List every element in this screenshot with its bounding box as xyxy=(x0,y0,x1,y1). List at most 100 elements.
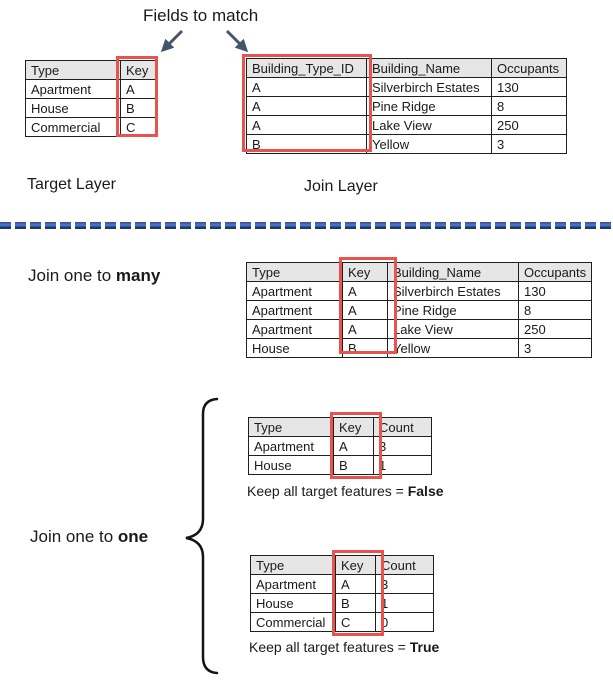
section-divider xyxy=(0,222,613,229)
table-cell: 0 xyxy=(375,612,434,632)
join-one-to-one-label: Join one to one xyxy=(30,527,148,547)
table-cell: A xyxy=(246,115,367,135)
column-header: Key xyxy=(333,417,374,437)
keep-true-caption: Keep all target features = True xyxy=(249,639,439,655)
table-cell: Commercial xyxy=(25,117,121,137)
table-cell: Silverbirch Estates xyxy=(366,77,492,97)
column-header: Count xyxy=(373,417,432,437)
table-cell: Yellow xyxy=(366,134,492,154)
column-header: Building_Name xyxy=(366,58,492,78)
column-header: Type xyxy=(248,417,334,437)
table-cell: 3 xyxy=(491,134,567,154)
table-cell: B xyxy=(342,338,388,358)
table-cell: B xyxy=(246,134,367,154)
table-cell: A xyxy=(342,281,388,301)
join-one-to-many-label: Join one to many xyxy=(28,266,160,286)
keep-true-caption-bold: True xyxy=(409,639,440,655)
fields-to-match-arrows xyxy=(160,29,249,53)
target-layer-label: Target Layer xyxy=(27,176,116,193)
column-header: Key xyxy=(342,262,388,282)
column-header: Occupants xyxy=(517,262,593,282)
table-cell: 250 xyxy=(517,319,593,339)
table-cell: Yellow xyxy=(387,338,519,358)
table-cell: House xyxy=(246,338,343,358)
table-cell: Apartment xyxy=(250,574,336,594)
table-cell: A xyxy=(120,79,158,99)
table-cell: 250 xyxy=(491,115,567,135)
table-cell: A xyxy=(246,77,367,97)
table-cell: A xyxy=(342,319,388,339)
column-header: Key xyxy=(335,555,376,575)
table-cell: Apartment xyxy=(246,319,343,339)
column-header: Type xyxy=(25,60,121,80)
join-layer-label: Join Layer xyxy=(304,178,378,195)
join-many-label-prefix: Join one to xyxy=(28,266,116,285)
column-header: Key xyxy=(120,60,158,80)
arrow-right-icon xyxy=(225,29,249,53)
table-cell: B xyxy=(120,98,158,118)
table-cell: 3 xyxy=(517,338,593,358)
join-one-label-bold: one xyxy=(117,527,149,546)
curly-brace-icon xyxy=(185,397,219,675)
table-cell: Lake View xyxy=(387,319,519,339)
arrow-left-icon xyxy=(160,29,184,53)
table-cell: C xyxy=(335,612,376,632)
table-cell: Lake View xyxy=(366,115,492,135)
table-cell: A xyxy=(333,436,374,456)
column-header: Count xyxy=(375,555,434,575)
table-cell: 3 xyxy=(373,436,432,456)
column-header: Occupants xyxy=(491,58,567,78)
join-one-label-prefix: Join one to xyxy=(30,527,118,546)
table-cell: Pine Ridge xyxy=(387,300,519,320)
column-header: Building_Type_ID xyxy=(246,58,367,78)
table-cell: C xyxy=(120,117,158,137)
table-cell: 130 xyxy=(517,281,593,301)
table-cell: House xyxy=(25,98,121,118)
table-cell: 8 xyxy=(517,300,593,320)
table-cell: Apartment xyxy=(246,281,343,301)
table-cell: House xyxy=(248,455,334,475)
table-cell: A xyxy=(342,300,388,320)
table-cell: Apartment xyxy=(246,300,343,320)
table-cell: House xyxy=(250,593,336,613)
column-header: Type xyxy=(246,262,343,282)
table-cell: Silverbirch Estates xyxy=(387,281,519,301)
keep-false-caption: Keep all target features = False xyxy=(247,483,444,499)
table-cell: B xyxy=(335,593,376,613)
table-cell: 3 xyxy=(375,574,434,594)
table-cell: 8 xyxy=(491,96,567,116)
table-cell: 1 xyxy=(375,593,434,613)
table-cell: Apartment xyxy=(25,79,121,99)
keep-true-caption-prefix: Keep all target features = xyxy=(249,639,410,655)
column-header: Type xyxy=(250,555,336,575)
table-cell: A xyxy=(335,574,376,594)
column-header: Building_Name xyxy=(387,262,519,282)
table-cell: 130 xyxy=(491,77,567,97)
fields-to-match-label: Fields to match xyxy=(143,6,259,25)
keep-false-caption-prefix: Keep all target features = xyxy=(247,483,408,499)
table-cell: B xyxy=(333,455,374,475)
